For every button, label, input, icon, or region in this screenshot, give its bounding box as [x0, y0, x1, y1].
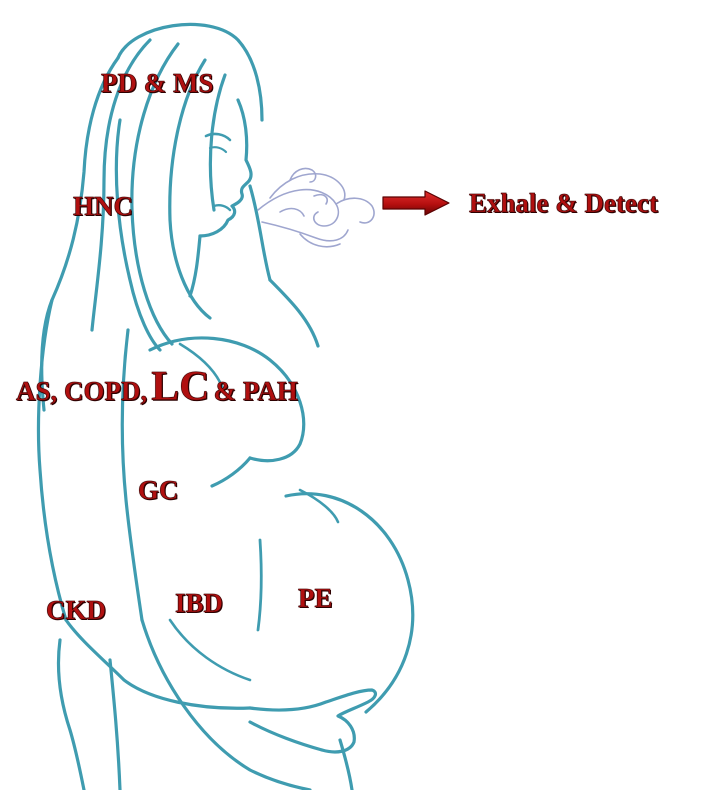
right-arrow-icon	[381, 189, 451, 217]
label-pd-ms: PD & MS	[101, 70, 213, 97]
label-gc: GC	[138, 477, 179, 504]
label-pah: & PAH	[214, 378, 298, 405]
label-lc: LC	[151, 366, 209, 408]
label-pe: PE	[298, 585, 333, 612]
breath-swirl-icon	[258, 168, 374, 246]
label-ibd: IBD	[175, 590, 223, 617]
label-respiratory-group: AS, COPD, LC & PAH	[16, 366, 298, 408]
label-ckd: CKD	[46, 597, 106, 624]
label-as-copd: AS, COPD,	[16, 378, 147, 405]
label-exhale-detect: Exhale & Detect	[469, 190, 658, 217]
label-hnc: HNC	[73, 193, 133, 220]
